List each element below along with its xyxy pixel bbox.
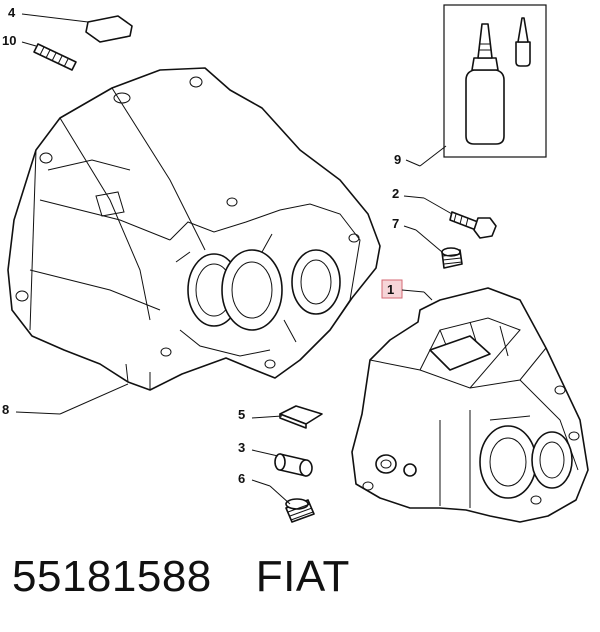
leader-4: [21, 13, 89, 23]
leader-1: [401, 289, 425, 293]
leader-2b: [423, 197, 453, 215]
part-4-cap: [85, 15, 133, 43]
part-9-sealant-kit: [443, 4, 547, 158]
leader-8: [15, 411, 61, 415]
part-3-pin: [274, 453, 313, 477]
leader-5: [251, 415, 283, 419]
leader-6: [251, 479, 271, 487]
leader-6b: [269, 485, 291, 505]
callout-2: 2: [392, 186, 399, 201]
leader-7b: [415, 229, 443, 253]
part-10-stud: [33, 43, 77, 71]
leader-7: [403, 225, 417, 231]
leader-3: [251, 449, 279, 457]
leader-1b: [423, 291, 433, 301]
part-5-gasket: [279, 405, 323, 429]
leader-8b: [59, 383, 129, 415]
leader-10: [21, 41, 37, 47]
part-8-bell-housing: [7, 67, 381, 391]
callout-4: 4: [8, 5, 16, 20]
callout-3: 3: [238, 440, 245, 455]
callout-1-highlight: [381, 279, 403, 299]
leader-2: [403, 195, 425, 199]
callout-5: 5: [238, 407, 245, 422]
part-1-gearbox-case: [351, 287, 589, 523]
part-number: 55181588: [12, 552, 212, 601]
part-7-plug: [441, 247, 463, 269]
leader-9: [405, 159, 421, 167]
part-6-threaded-plug: [285, 498, 315, 523]
callout-10: 10: [2, 33, 16, 48]
leader-9b: [419, 145, 447, 167]
brand-name: FIAT: [255, 552, 350, 601]
callout-7: 7: [392, 216, 399, 231]
callout-6: 6: [238, 471, 245, 486]
callout-8: 8: [2, 402, 9, 417]
part-caption: 55181588 FIAT: [12, 552, 350, 602]
callout-9: 9: [394, 152, 401, 167]
callout-1: 1: [387, 282, 394, 297]
part-2-bolt: [449, 211, 497, 239]
